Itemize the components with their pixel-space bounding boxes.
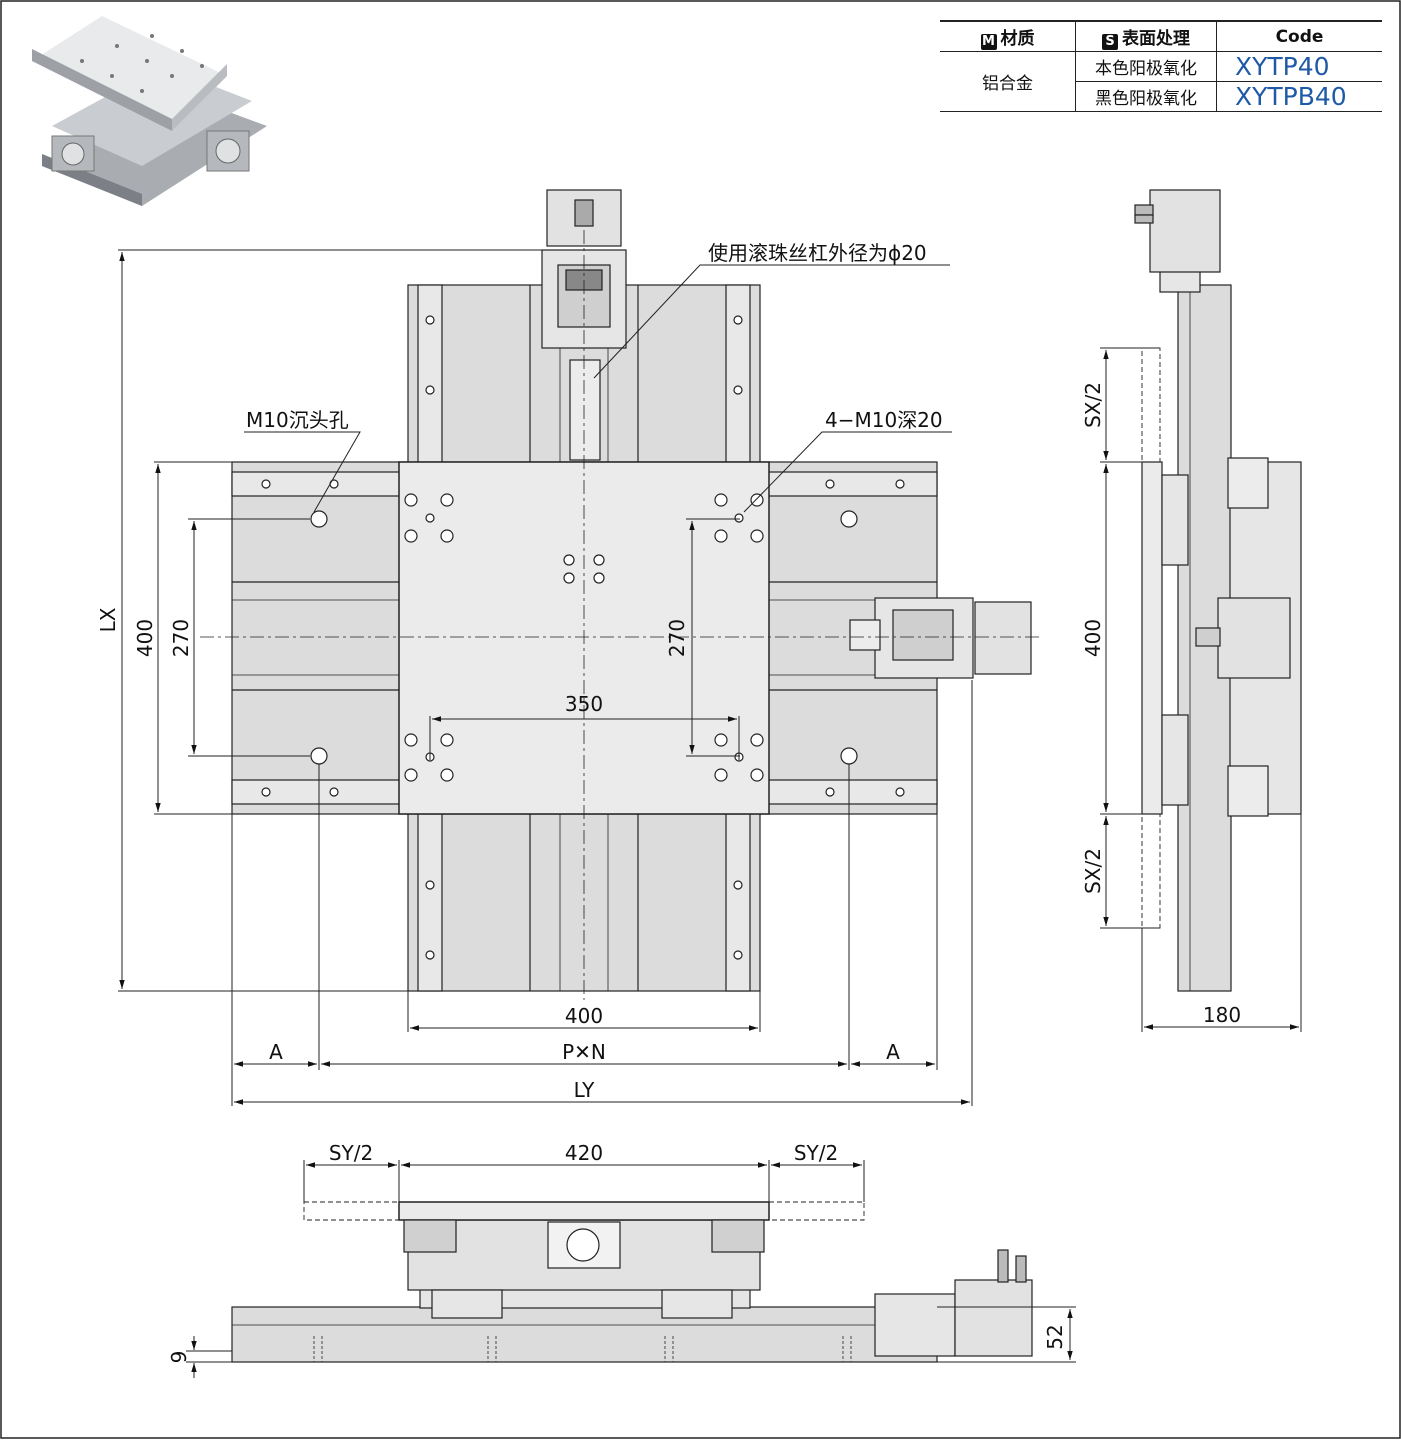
dim-9: 9 [167, 1351, 191, 1364]
dim-400-vertical: 400 [133, 619, 157, 657]
dim-a-right: A [886, 1040, 900, 1064]
counterbore-callout: M10沉头孔 [246, 408, 349, 432]
dim-400-side: 400 [1081, 619, 1105, 657]
code-value: XYTPB40 [1216, 81, 1382, 112]
code-header: Code [1216, 21, 1382, 52]
top-view-dimensions [118, 249, 973, 1106]
surface-value: 黑色阳极氧化 [1075, 81, 1217, 112]
front-view-labels: SY/2 420 SY/2 9 52 [167, 1141, 1067, 1363]
dim-pxn: P✕N [562, 1040, 606, 1064]
top-view [200, 189, 1040, 1000]
tapped-holes-callout: 4−M10深20 [825, 408, 943, 432]
dim-a-left: A [269, 1040, 283, 1064]
dim-270-left: 270 [169, 619, 193, 657]
dim-sy-left: SY/2 [329, 1141, 373, 1165]
dim-52: 52 [1043, 1324, 1067, 1349]
front-view-dimensions [186, 1160, 1076, 1378]
dim-ly: LY [574, 1078, 595, 1102]
surface-value: 本色阳极氧化 [1075, 51, 1217, 82]
dim-350: 350 [565, 692, 603, 716]
product-photo [32, 16, 267, 206]
dim-lx: LX [96, 607, 120, 632]
dim-400-bottom: 400 [565, 1004, 603, 1028]
side-view-labels: SX/2 400 SX/2 180 [1081, 382, 1241, 1027]
side-view [1134, 189, 1302, 992]
dim-sx-top: SX/2 [1081, 382, 1105, 428]
dim-180: 180 [1203, 1003, 1241, 1027]
dim-sx-bottom: SX/2 [1081, 848, 1105, 894]
front-view [231, 1201, 1033, 1363]
material-value: 铝合金 [982, 74, 1033, 94]
code-value: XYTP40 [1216, 51, 1382, 82]
surface-badge: S [1102, 33, 1118, 50]
dim-sy-right: SY/2 [794, 1141, 838, 1165]
top-view-labels: 使用滚珠丝杠外径为ϕ20 M10沉头孔 4−M10深20 LX 400 270 … [96, 241, 943, 1102]
side-view-dimensions [1100, 347, 1302, 1032]
dim-420: 420 [565, 1141, 603, 1165]
table-row: 铝合金 本色阳极氧化 XYTP40 [940, 51, 1382, 94]
ball-screw-callout: 使用滚珠丝杠外径为ϕ20 [708, 241, 927, 265]
table-row: 黑色阳极氧化 XYTPB40 [940, 81, 1382, 112]
material-badge: M [980, 33, 997, 50]
dim-270-inner: 270 [665, 619, 689, 657]
